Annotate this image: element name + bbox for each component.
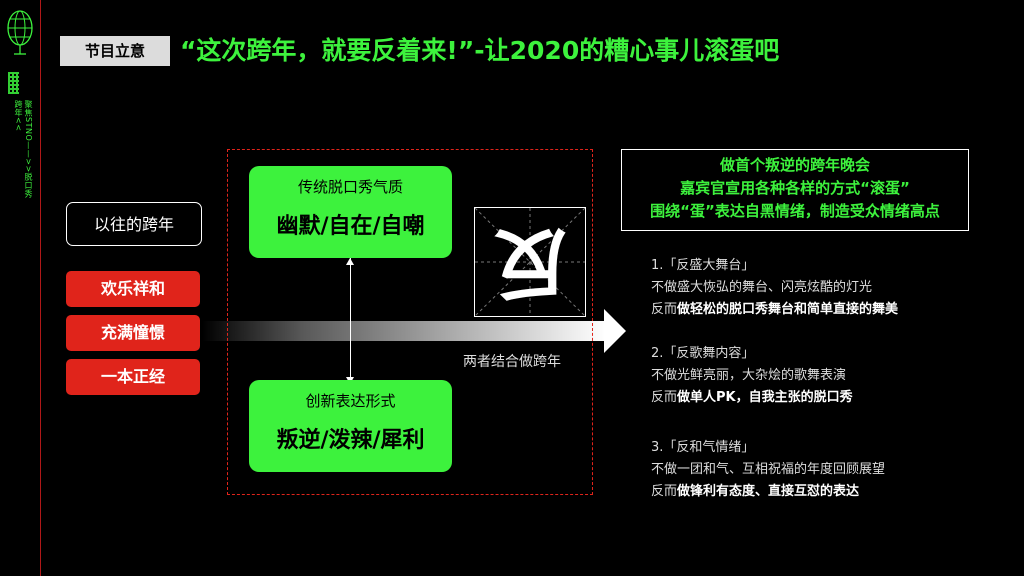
item-prefix: 反而 [651, 302, 678, 317]
tag-joyful: 欢乐祥和 [66, 271, 200, 307]
globe-icon [7, 10, 33, 55]
item-heading: 3.「反和气情绪」 [651, 440, 755, 455]
traditional-style-subtitle: 传统脱口秀气质 [297, 178, 403, 196]
section-label: 节目立意 [60, 36, 170, 66]
list-item: 1.「反盛大舞台」 不做盛大恢弘的舞台、闪亮炫酷的灯光 反而做轻松的脱口秀舞台和… [651, 255, 991, 321]
sidebar-vertical-text: 聚焦STNO——>>脱口秀跨年<< [14, 100, 33, 199]
list-item: 2.「反歌舞内容」 不做光鲜亮丽，大杂烩的歌舞表演 反而做单人PK，自我主张的脱… [651, 343, 991, 409]
tag-hopeful: 充满憧憬 [66, 315, 200, 351]
left-rail [0, 0, 41, 576]
traditional-style-main: 幽默/自在/自嘲 [276, 214, 425, 239]
item-heading: 2.「反歌舞内容」 [651, 346, 755, 361]
item-heading: 1.「反盛大舞台」 [651, 258, 755, 273]
item-line: 不做光鲜亮丽，大杂烩的歌舞表演 [651, 368, 847, 383]
gradient-arrow [202, 321, 606, 341]
tag-serious: 一本正经 [66, 359, 200, 395]
connector-arrow-up-icon [346, 258, 354, 265]
item-line: 不做一团和气、互相祝福的年度回顾展望 [651, 462, 886, 477]
item-emphasis: 做锋利有态度、直接互怼的表达 [677, 484, 860, 499]
list-item: 3.「反和气情绪」 不做一团和气、互相祝福的年度回顾展望 反而做锋利有态度、直接… [651, 437, 991, 503]
item-emphasis: 做单人PK，自我主张的脱口秀 [677, 390, 853, 405]
traditional-style-box: 传统脱口秀气质 幽默/自在/自嘲 [249, 166, 452, 258]
arrow-head-icon [604, 309, 626, 353]
reverse-character-box: 反 [474, 207, 586, 317]
item-line: 不做盛大恢弘的舞台、闪亮炫酷的灯光 [651, 280, 873, 295]
concept-line-2: 嘉宾官宣用各种各样的方式“滚蛋” [680, 179, 910, 197]
item-emphasis: 做轻松的脱口秀舞台和简单直接的舞美 [677, 302, 899, 317]
combine-caption: 两者结合做跨年 [463, 354, 561, 370]
grid-guide-icon [475, 208, 585, 316]
item-prefix: 反而 [651, 484, 678, 499]
reverse-character: 反 [492, 218, 568, 307]
concept-line-3: 围绕“蛋”表达自黑情绪，制造受众情绪高点 [650, 202, 940, 220]
innovation-style-box: 创新表达形式 叛逆/泼辣/犀利 [249, 380, 452, 472]
past-newyear-title: 以往的跨年 [66, 202, 202, 246]
concept-line-1: 做首个叛逆的跨年晚会 [719, 156, 870, 174]
connector-line [350, 258, 351, 384]
innovation-style-main: 叛逆/泼辣/犀利 [276, 428, 425, 453]
concept-summary-box: 做首个叛逆的跨年晚会 嘉宾官宣用各种各样的方式“滚蛋” 围绕“蛋”表达自黑情绪，… [621, 149, 969, 231]
page-title: “这次跨年，就要反着来!”-让2020的糟心事儿滚蛋吧 [180, 36, 780, 65]
center-dashed-frame [227, 149, 593, 495]
item-prefix: 反而 [651, 390, 678, 405]
qr-code-icon [8, 72, 19, 94]
innovation-style-subtitle: 创新表达形式 [305, 392, 396, 410]
